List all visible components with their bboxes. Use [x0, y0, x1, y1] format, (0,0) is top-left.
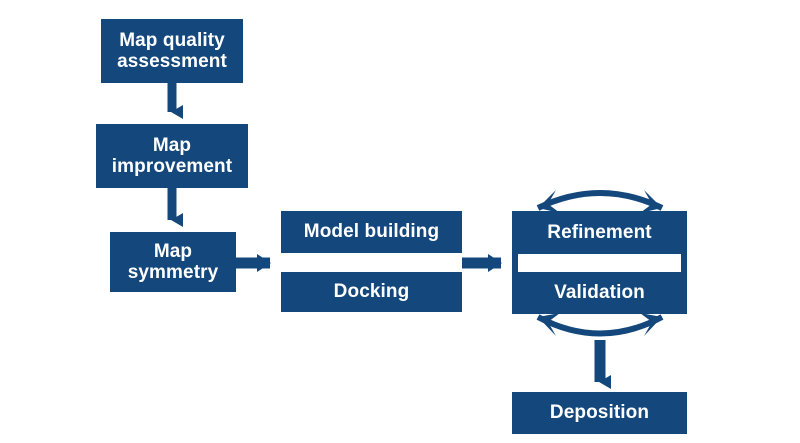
node-map-quality-assessment-line1: Map quality [119, 29, 225, 51]
node-validation[interactable]: Validation [512, 272, 687, 314]
edge-cycle-arc-bottom [536, 313, 664, 337]
cycle-connector-right-strip [681, 253, 687, 273]
cycle-connector-left-strip [512, 253, 518, 273]
node-refinement[interactable]: Refinement [512, 211, 687, 254]
node-model-building[interactable]: Model building [281, 211, 462, 253]
node-map-improvement-line1: Map [152, 134, 192, 156]
node-map-quality-assessment-line2: assessment [117, 51, 227, 72]
node-map-improvement[interactable]: Map improvement [96, 124, 248, 188]
node-docking[interactable]: Docking [281, 272, 462, 312]
edge-cycle-arc-top [536, 190, 664, 213]
node-map-improvement-line2: improvement [111, 156, 233, 177]
node-deposition[interactable]: Deposition [512, 392, 687, 434]
node-validation-label: Validation [554, 282, 645, 304]
node-map-quality-assessment[interactable]: Map quality assessment [101, 19, 243, 83]
node-map-symmetry-line1: Map [153, 240, 193, 262]
node-map-symmetry-line2: symmetry [127, 262, 219, 283]
node-model-building-label: Model building [303, 221, 440, 243]
node-deposition-label: Deposition [549, 402, 650, 424]
node-docking-label: Docking [333, 281, 410, 303]
node-refinement-label: Refinement [547, 221, 652, 243]
node-map-symmetry[interactable]: Map symmetry [110, 232, 236, 292]
